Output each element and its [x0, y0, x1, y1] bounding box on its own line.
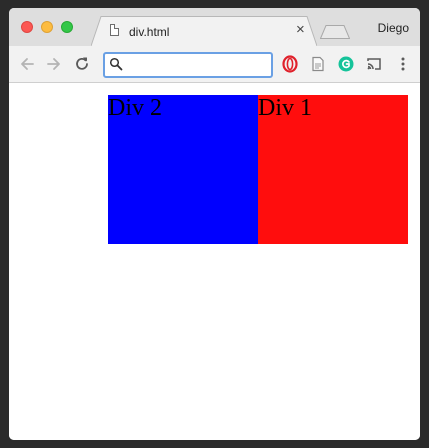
- profile-name[interactable]: Diego: [377, 21, 409, 35]
- cast-icon[interactable]: [365, 55, 383, 73]
- grammarly-icon[interactable]: [337, 55, 355, 73]
- tab-title: div.html: [129, 25, 170, 39]
- window-maximize-button[interactable]: [61, 21, 73, 33]
- new-tab-button[interactable]: [320, 25, 350, 39]
- document-icon[interactable]: [309, 55, 327, 73]
- tab-close-icon[interactable]: ×: [296, 21, 305, 38]
- arrow-left-icon[interactable]: [18, 55, 36, 73]
- address-bar[interactable]: [103, 52, 273, 78]
- opera-icon[interactable]: [281, 55, 299, 73]
- arrow-right-icon[interactable]: [45, 55, 63, 73]
- browser-window: div.html × Diego: [9, 8, 420, 440]
- document-icon: [110, 24, 119, 36]
- window-close-button[interactable]: [21, 21, 33, 33]
- reload-icon[interactable]: [73, 55, 91, 73]
- menu-dots-icon[interactable]: [394, 55, 412, 73]
- div-1-box: Div 1: [258, 95, 408, 244]
- tab-active[interactable]: div.html ×: [91, 16, 317, 46]
- window-minimize-button[interactable]: [41, 21, 53, 33]
- title-bar: div.html × Diego: [9, 8, 420, 46]
- div-2-label: Div 2: [108, 95, 162, 121]
- address-input[interactable]: [125, 55, 265, 73]
- page-content: Div 2 Div 1: [9, 83, 420, 440]
- div-1-label: Div 1: [258, 95, 312, 121]
- div-2-box: Div 2: [108, 95, 258, 244]
- toolbar: [9, 46, 420, 83]
- search-icon: [109, 57, 123, 71]
